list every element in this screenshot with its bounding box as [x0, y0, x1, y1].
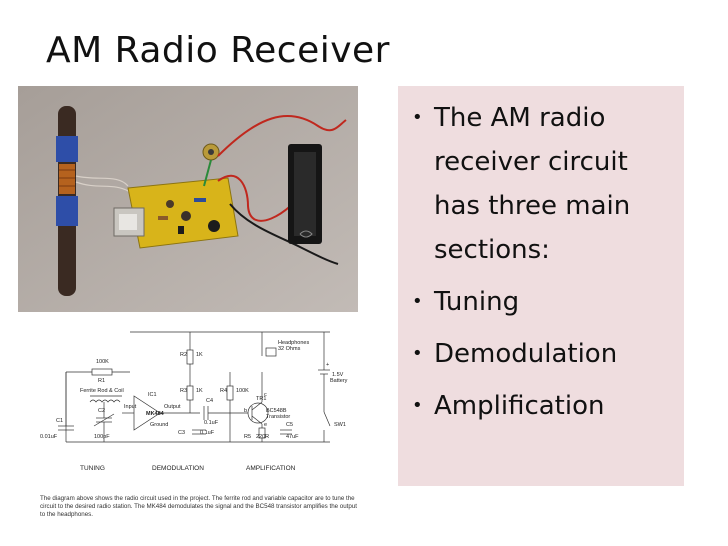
label-output: Output — [164, 404, 181, 410]
label-r4: R4 — [220, 388, 227, 394]
label-r3: R3 — [180, 388, 187, 394]
label-c: c — [264, 392, 267, 398]
label-headphones: Headphones — [278, 340, 309, 346]
label-r2: R2 — [180, 352, 187, 358]
label-r3-value: 1K — [196, 388, 203, 394]
bullet-item: • Tuning — [412, 280, 670, 324]
bullet-item: • Amplification — [412, 384, 670, 428]
label-c3-value: 0.1uF — [200, 430, 215, 436]
slide-title: AM Radio Receiver — [46, 30, 390, 71]
bullet-list: • The AM radio receiver circuit has thre… — [412, 96, 670, 428]
section-tuning: TUNING — [80, 465, 105, 472]
section-amplification: AMPLIFICATION — [246, 465, 296, 472]
label-input: Input — [124, 404, 137, 410]
label-c5: C5 — [286, 422, 293, 428]
label-battery: Battery — [330, 378, 348, 384]
circuit-schematic: 100K R1 Ferrite Rod & Coil C2 100pF C1 0… — [30, 326, 366, 474]
schematic-caption: The diagram above shows the radio circui… — [40, 495, 358, 518]
label-ground: Ground — [150, 422, 168, 428]
label-c2-value: 100pF — [94, 434, 110, 440]
bullet-dot-icon: • — [412, 395, 423, 416]
label-plus: + — [326, 362, 329, 368]
bullet-item: • The AM radio receiver circuit has thre… — [412, 96, 670, 272]
bullet-dot-icon: • — [412, 107, 423, 128]
label-battery-v: 1.5V — [332, 372, 344, 378]
bullet-dot-icon: • — [412, 291, 423, 312]
bullet-text: Amplification — [434, 391, 605, 421]
label-c4-value: 0.1uF — [204, 420, 219, 426]
label-ferrite: Ferrite Rod & Coil — [80, 388, 124, 394]
label-b: b — [244, 408, 247, 414]
label-e: e — [264, 422, 267, 428]
bullet-text: Demodulation — [434, 339, 618, 369]
label-transistor: Transistor — [266, 414, 290, 420]
label-ohms: 32 Ohms — [278, 346, 301, 352]
label-r5: R5 — [244, 434, 251, 440]
label-sw1: SW1 — [334, 422, 346, 428]
label-mk484: MK484 — [146, 411, 165, 417]
bullet-panel: • The AM radio receiver circuit has thre… — [398, 86, 684, 486]
schematic-diagram: 100K R1 Ferrite Rod & Coil C2 100pF C1 0… — [40, 331, 348, 472]
label-r1-value: 100K — [96, 359, 109, 365]
label-c1-value: 0.01uF — [40, 434, 58, 440]
label-r5-value: 220R — [256, 434, 269, 440]
label-r2-value: 1K — [196, 352, 203, 358]
label-ic1: IC1 — [148, 392, 157, 398]
circuit-photo-graphic — [18, 86, 358, 312]
label-c1: C1 — [56, 418, 63, 424]
bullet-dot-icon: • — [412, 343, 423, 364]
label-r4-value: 100K — [236, 388, 249, 394]
section-demodulation: DEMODULATION — [152, 465, 204, 472]
circuit-photo — [18, 86, 358, 312]
label-c3: C3 — [178, 430, 185, 436]
label-r1: R1 — [98, 378, 105, 384]
label-c5-value: 47uF — [286, 434, 299, 440]
label-tr1: TR1 — [256, 396, 266, 402]
label-bc548: BC548B — [266, 408, 287, 414]
bullet-item: • Demodulation — [412, 332, 670, 376]
bullet-text: The AM radio receiver circuit has three … — [434, 103, 631, 265]
label-c4: C4 — [206, 398, 213, 404]
label-c2: C2 — [98, 408, 105, 414]
bullet-text: Tuning — [434, 287, 520, 317]
